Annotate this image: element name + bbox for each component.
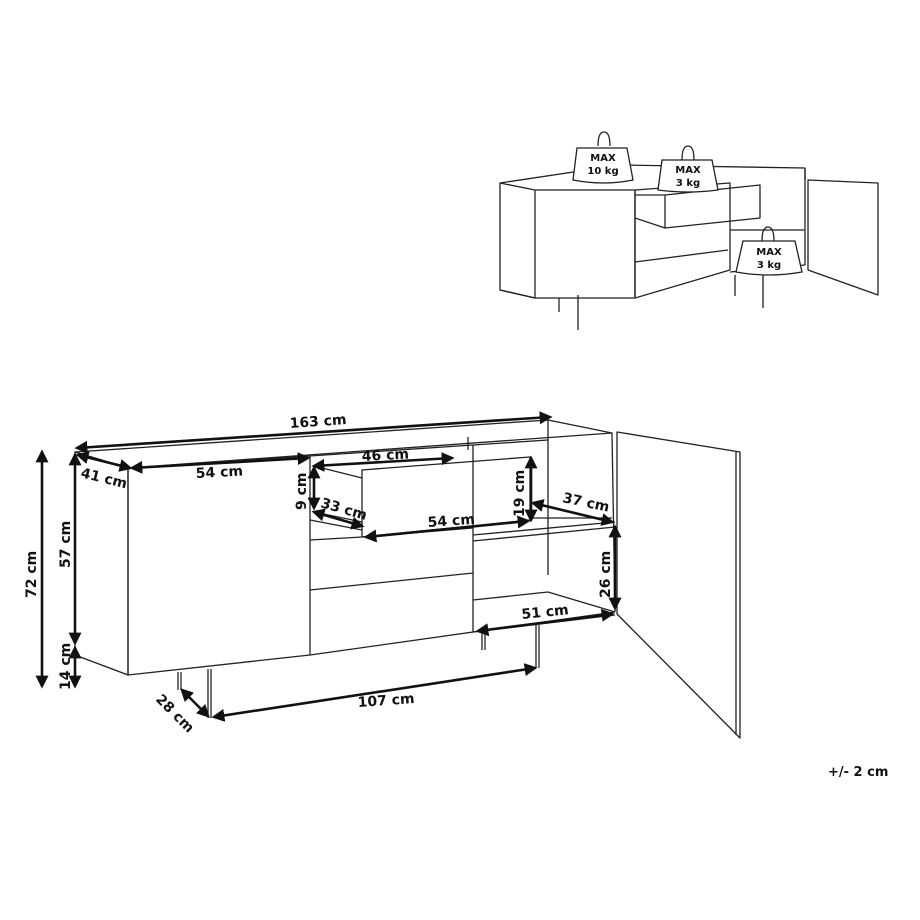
weight-icon-shelf: MAX 3 kg <box>735 226 803 276</box>
label-72: 72 cm <box>24 551 40 598</box>
label-54-drawer: 54 cm <box>427 512 475 531</box>
arrow-33 <box>311 508 365 530</box>
arrow-37 <box>530 499 615 526</box>
overview-drawer <box>664 184 761 229</box>
weight-label: MAX <box>590 153 616 164</box>
label-46: 46 cm <box>361 447 409 465</box>
weight-icon-top: MAX 10 kg <box>572 131 634 184</box>
arrow-28 <box>180 688 210 718</box>
weight-value: 10 kg <box>587 166 618 177</box>
weight-value: 3 kg <box>676 178 700 189</box>
label-26: 26 cm <box>598 551 614 598</box>
arrow-41 <box>75 451 133 472</box>
arrow-163 <box>74 411 553 454</box>
arrow-54-drawer <box>363 515 531 543</box>
label-54-door: 54 cm <box>195 464 243 482</box>
overview-open-door <box>807 179 879 296</box>
label-107: 107 cm <box>357 691 415 711</box>
dimension-labels: 163 cm 41 cm 54 cm 46 cm 9 cm 33 cm 19 c… <box>24 412 614 736</box>
weight-label: MAX <box>675 165 701 176</box>
tolerance-note: +/- 2 cm <box>828 765 889 780</box>
weight-value: 3 kg <box>757 260 781 271</box>
label-41: 41 cm <box>79 465 129 492</box>
arrow-54-door <box>129 452 311 474</box>
label-19: 19 cm <box>512 470 528 517</box>
label-9: 9 cm <box>294 472 310 510</box>
sideboard-main <box>74 419 741 739</box>
arrow-51 <box>475 608 615 637</box>
overview-body <box>499 182 636 299</box>
label-51: 51 cm <box>521 602 570 623</box>
label-163: 163 cm <box>289 412 347 432</box>
label-14: 14 cm <box>58 643 74 690</box>
right-door-open <box>616 431 741 739</box>
weight-label: MAX <box>756 247 782 258</box>
arrow-46 <box>311 452 455 472</box>
label-57: 57 cm <box>58 521 74 568</box>
weight-icon-drawer: MAX 3 kg <box>657 145 719 193</box>
arrow-107 <box>211 663 538 722</box>
left-door <box>127 455 311 676</box>
dimension-arrows <box>35 411 622 722</box>
